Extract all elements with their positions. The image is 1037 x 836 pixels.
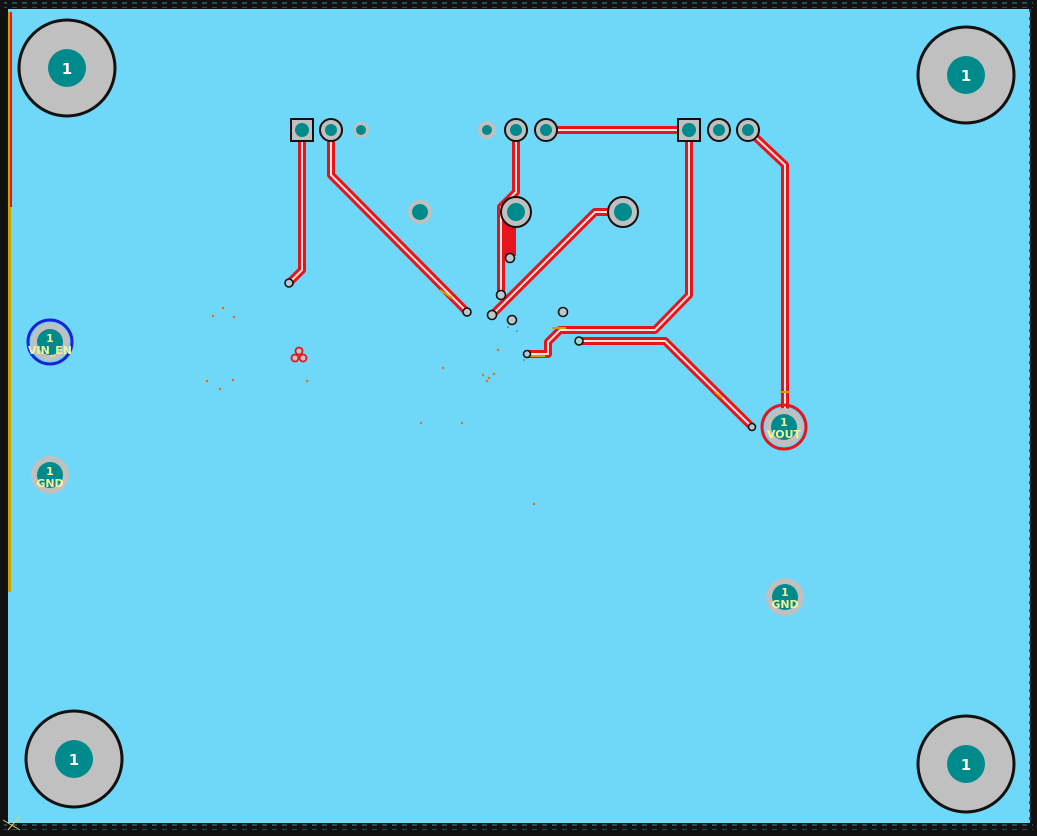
via-ring-icon[interactable] [504, 252, 516, 264]
pad-number: 1 [781, 586, 789, 599]
via-ring-icon[interactable] [574, 336, 584, 346]
pad-center [540, 124, 552, 136]
circle-pad-icon [772, 584, 798, 610]
board-outline-ticks-top [4, 2, 1033, 8]
left-edge-trace-strip [10, 12, 12, 207]
pad-center [742, 124, 754, 136]
via-ring-icon[interactable] [747, 422, 757, 432]
net-label-gnd: GND [36, 477, 63, 490]
pad-center [295, 123, 309, 137]
pad-number: 1 [46, 332, 54, 345]
mounting-hole-number: 1 [69, 751, 79, 769]
circle-pad-icon [55, 740, 93, 778]
pad-center [325, 124, 337, 136]
circle-pad-icon [947, 56, 985, 94]
connector-gnd-left[interactable]: 1 GND [31, 456, 69, 494]
small-vias[interactable] [284, 252, 757, 432]
pad-center [356, 125, 366, 135]
mounting-hole-bottom-left[interactable]: 1 [24, 709, 124, 809]
via-ring-icon[interactable] [486, 309, 498, 321]
gray-dots [507, 326, 525, 361]
pad-number: 1 [46, 465, 54, 478]
connector-vin-en[interactable]: 1 VIN_EN [26, 318, 74, 366]
via-ring-icon[interactable] [506, 314, 518, 326]
board-outline-ticks-bottom [4, 824, 1033, 830]
pad-center [507, 203, 525, 221]
connector-vout[interactable]: 1 VOUT [760, 403, 808, 451]
crosshair-icon [2, 815, 21, 831]
pad-center [682, 123, 696, 137]
circle-pad-icon [37, 462, 63, 488]
circle-pad-icon [947, 745, 985, 783]
circle-pad-icon [48, 49, 86, 87]
pad-center [614, 203, 632, 221]
net-label-vout: VOUT [767, 428, 802, 441]
pad-center [713, 124, 725, 136]
header-pads[interactable] [290, 118, 760, 142]
mounting-hole-number: 1 [62, 60, 72, 78]
net-label-gnd: GND [771, 598, 798, 611]
connector-gnd-right[interactable]: 1 GND [766, 578, 804, 616]
via-ring-icon[interactable] [284, 278, 294, 288]
via-ring-icon[interactable] [522, 349, 532, 359]
triple-via-icon[interactable] [290, 346, 308, 363]
via-ring-icon[interactable] [462, 307, 472, 317]
circle-pad-icon [37, 329, 63, 355]
mounting-hole-number: 1 [961, 67, 971, 85]
mounting-hole-top-left[interactable]: 1 [17, 18, 117, 118]
circle-pad-icon [771, 414, 797, 440]
left-edge-copper-strip [8, 12, 11, 592]
silk-dots [205, 306, 536, 506]
mounting-hole-top-right[interactable]: 1 [916, 25, 1016, 125]
mid-pads[interactable] [408, 196, 639, 228]
pad-center [482, 125, 492, 135]
via-ring-icon[interactable] [557, 306, 569, 318]
mounting-hole-number: 1 [961, 756, 971, 774]
pad-number: 1 [780, 416, 788, 429]
mounting-hole-bottom-right[interactable]: 1 [916, 714, 1016, 814]
pad-center [412, 204, 428, 220]
net-label-vin-en: VIN_EN [28, 344, 72, 357]
gold-marks [439, 289, 790, 399]
pad-center [510, 124, 522, 136]
via-ring-icon[interactable] [495, 289, 507, 301]
